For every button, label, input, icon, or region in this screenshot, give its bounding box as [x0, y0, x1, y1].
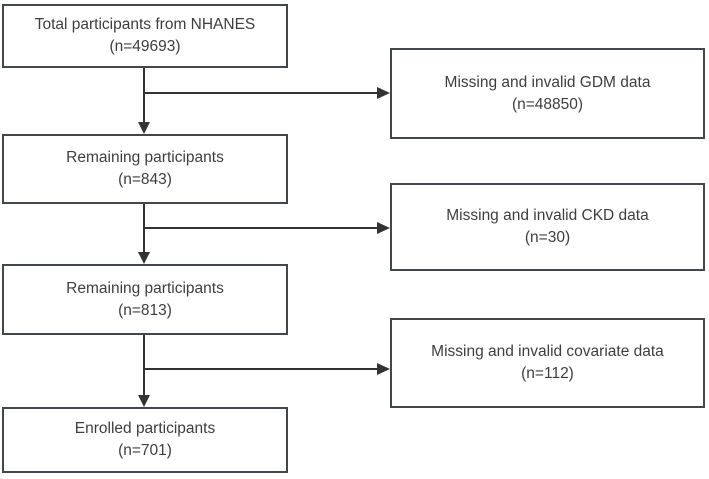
box-label: Missing and invalid GDM data [444, 73, 651, 91]
exclusion-box-gdm: Missing and invalid GDM data (n=48850) [390, 48, 705, 139]
box-label: Missing and invalid CKD data [446, 207, 649, 224]
box-count: (n=112) [521, 365, 574, 382]
arrow-line [143, 92, 377, 94]
arrowhead-right-icon [377, 87, 390, 99]
box-count: (n=813) [118, 301, 172, 319]
box-label: Missing and invalid covariate data [431, 343, 664, 360]
arrow-line [143, 227, 377, 229]
arrowhead-right-icon [377, 222, 390, 234]
exclusion-box-covariate: Missing and invalid covariate data (n=11… [390, 318, 705, 408]
box-count: (n=48850) [511, 95, 584, 113]
box-label: Remaining participants [66, 279, 224, 297]
box-count: (n=30) [524, 229, 571, 246]
flow-step-box-enrolled: Enrolled participants (n=701) [2, 407, 288, 473]
arrow-line [143, 368, 377, 370]
box-label: Remaining participants [66, 149, 224, 166]
box-count: (n=701) [118, 442, 172, 459]
flow-step-box-remaining-1: Remaining participants (n=843) [2, 134, 288, 204]
arrow-line [143, 335, 145, 395]
exclusion-box-ckd: Missing and invalid CKD data (n=30) [390, 183, 705, 271]
box-count: (n=843) [118, 171, 172, 188]
arrowhead-down-icon [138, 395, 150, 407]
arrow-line [143, 68, 145, 122]
arrowhead-down-icon [138, 252, 150, 264]
box-count: (n=49693) [109, 38, 181, 55]
arrowhead-right-icon [377, 363, 390, 375]
flow-step-box-total: Total participants from NHANES (n=49693) [2, 4, 288, 68]
box-label: Total participants from NHANES [34, 16, 256, 33]
flow-step-box-remaining-2: Remaining participants (n=813) [2, 264, 288, 335]
arrowhead-down-icon [138, 122, 150, 134]
box-label: Enrolled participants [74, 420, 216, 437]
